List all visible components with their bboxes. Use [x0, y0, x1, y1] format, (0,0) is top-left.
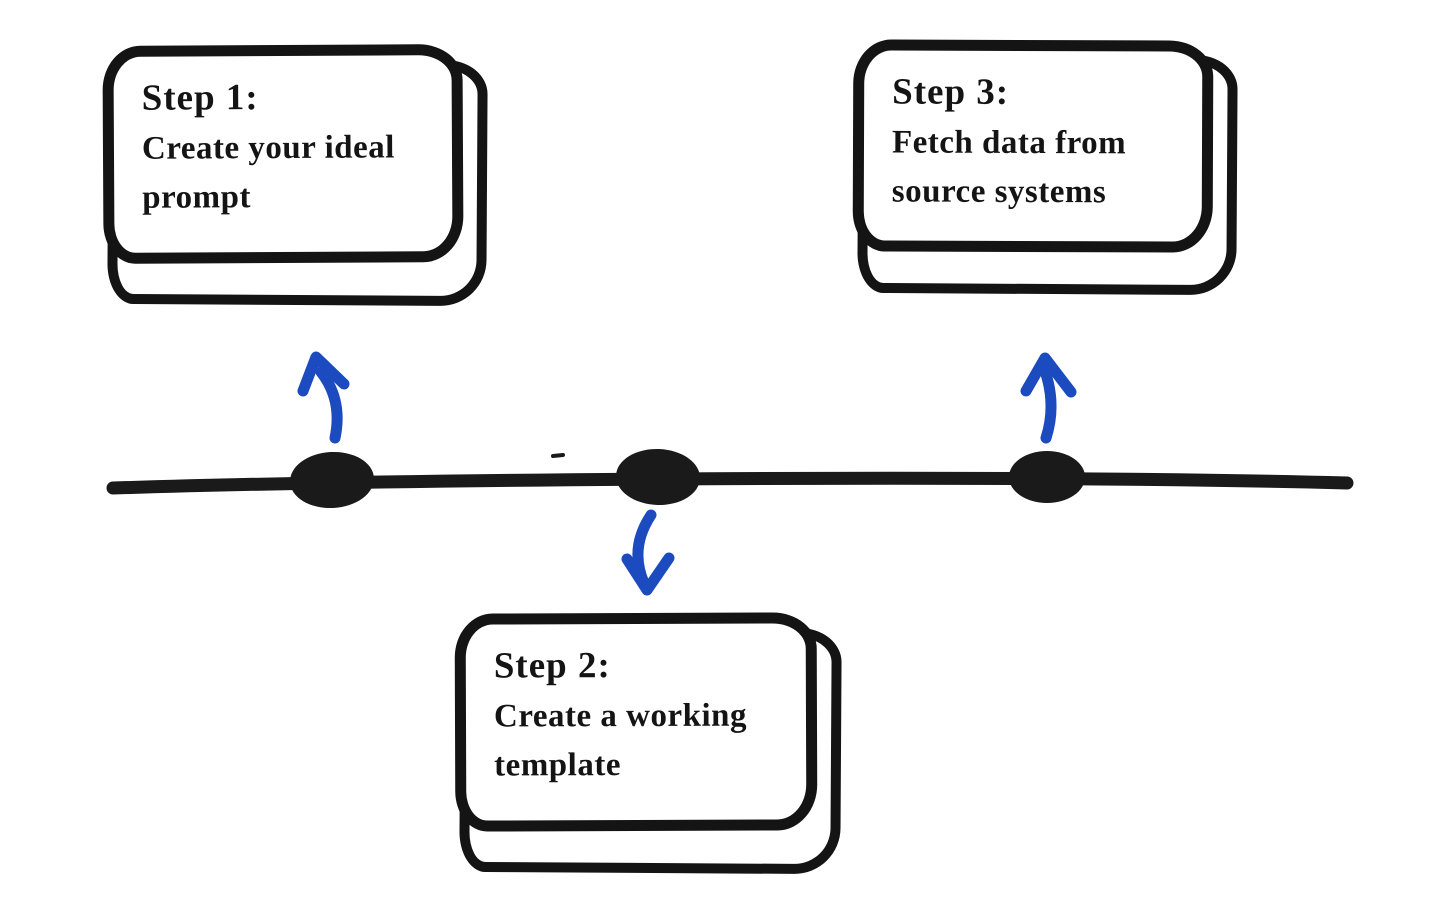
step1-line-2: prompt — [142, 179, 252, 216]
timeline-node-2 — [616, 448, 700, 506]
stray-pen-mark — [551, 453, 565, 458]
step2-line-1: Create a working — [493, 697, 748, 735]
timeline-node-3 — [1009, 451, 1085, 503]
step3-line-2: source systems — [891, 173, 1107, 211]
timeline-line — [106, 471, 1354, 495]
step3-card: Step 3: Fetch data from source systems — [852, 39, 1238, 296]
timeline-node-1 — [290, 451, 374, 509]
arrow-step3-up-icon — [1020, 352, 1077, 444]
arrow-step2-down-icon — [621, 509, 675, 596]
step1-card: Step 1: Create your ideal prompt — [102, 44, 488, 307]
step1-card-face: Step 1: Create your ideal prompt — [102, 44, 464, 264]
step2-card-face: Step 2: Create a working template — [454, 612, 818, 832]
step2-title: Step 2: — [493, 645, 611, 687]
step3-title: Step 3: — [892, 71, 1010, 113]
step3-line-1: Fetch data from — [891, 124, 1127, 162]
step1-line-1: Create your ideal — [141, 129, 395, 167]
step2-line-2: template — [494, 747, 622, 784]
step3-card-face: Step 3: Fetch data from source systems — [852, 39, 1214, 253]
step2-card: Step 2: Create a working template — [454, 612, 842, 875]
arrow-step1-up-icon — [297, 351, 350, 444]
step1-title: Step 1: — [141, 77, 259, 119]
